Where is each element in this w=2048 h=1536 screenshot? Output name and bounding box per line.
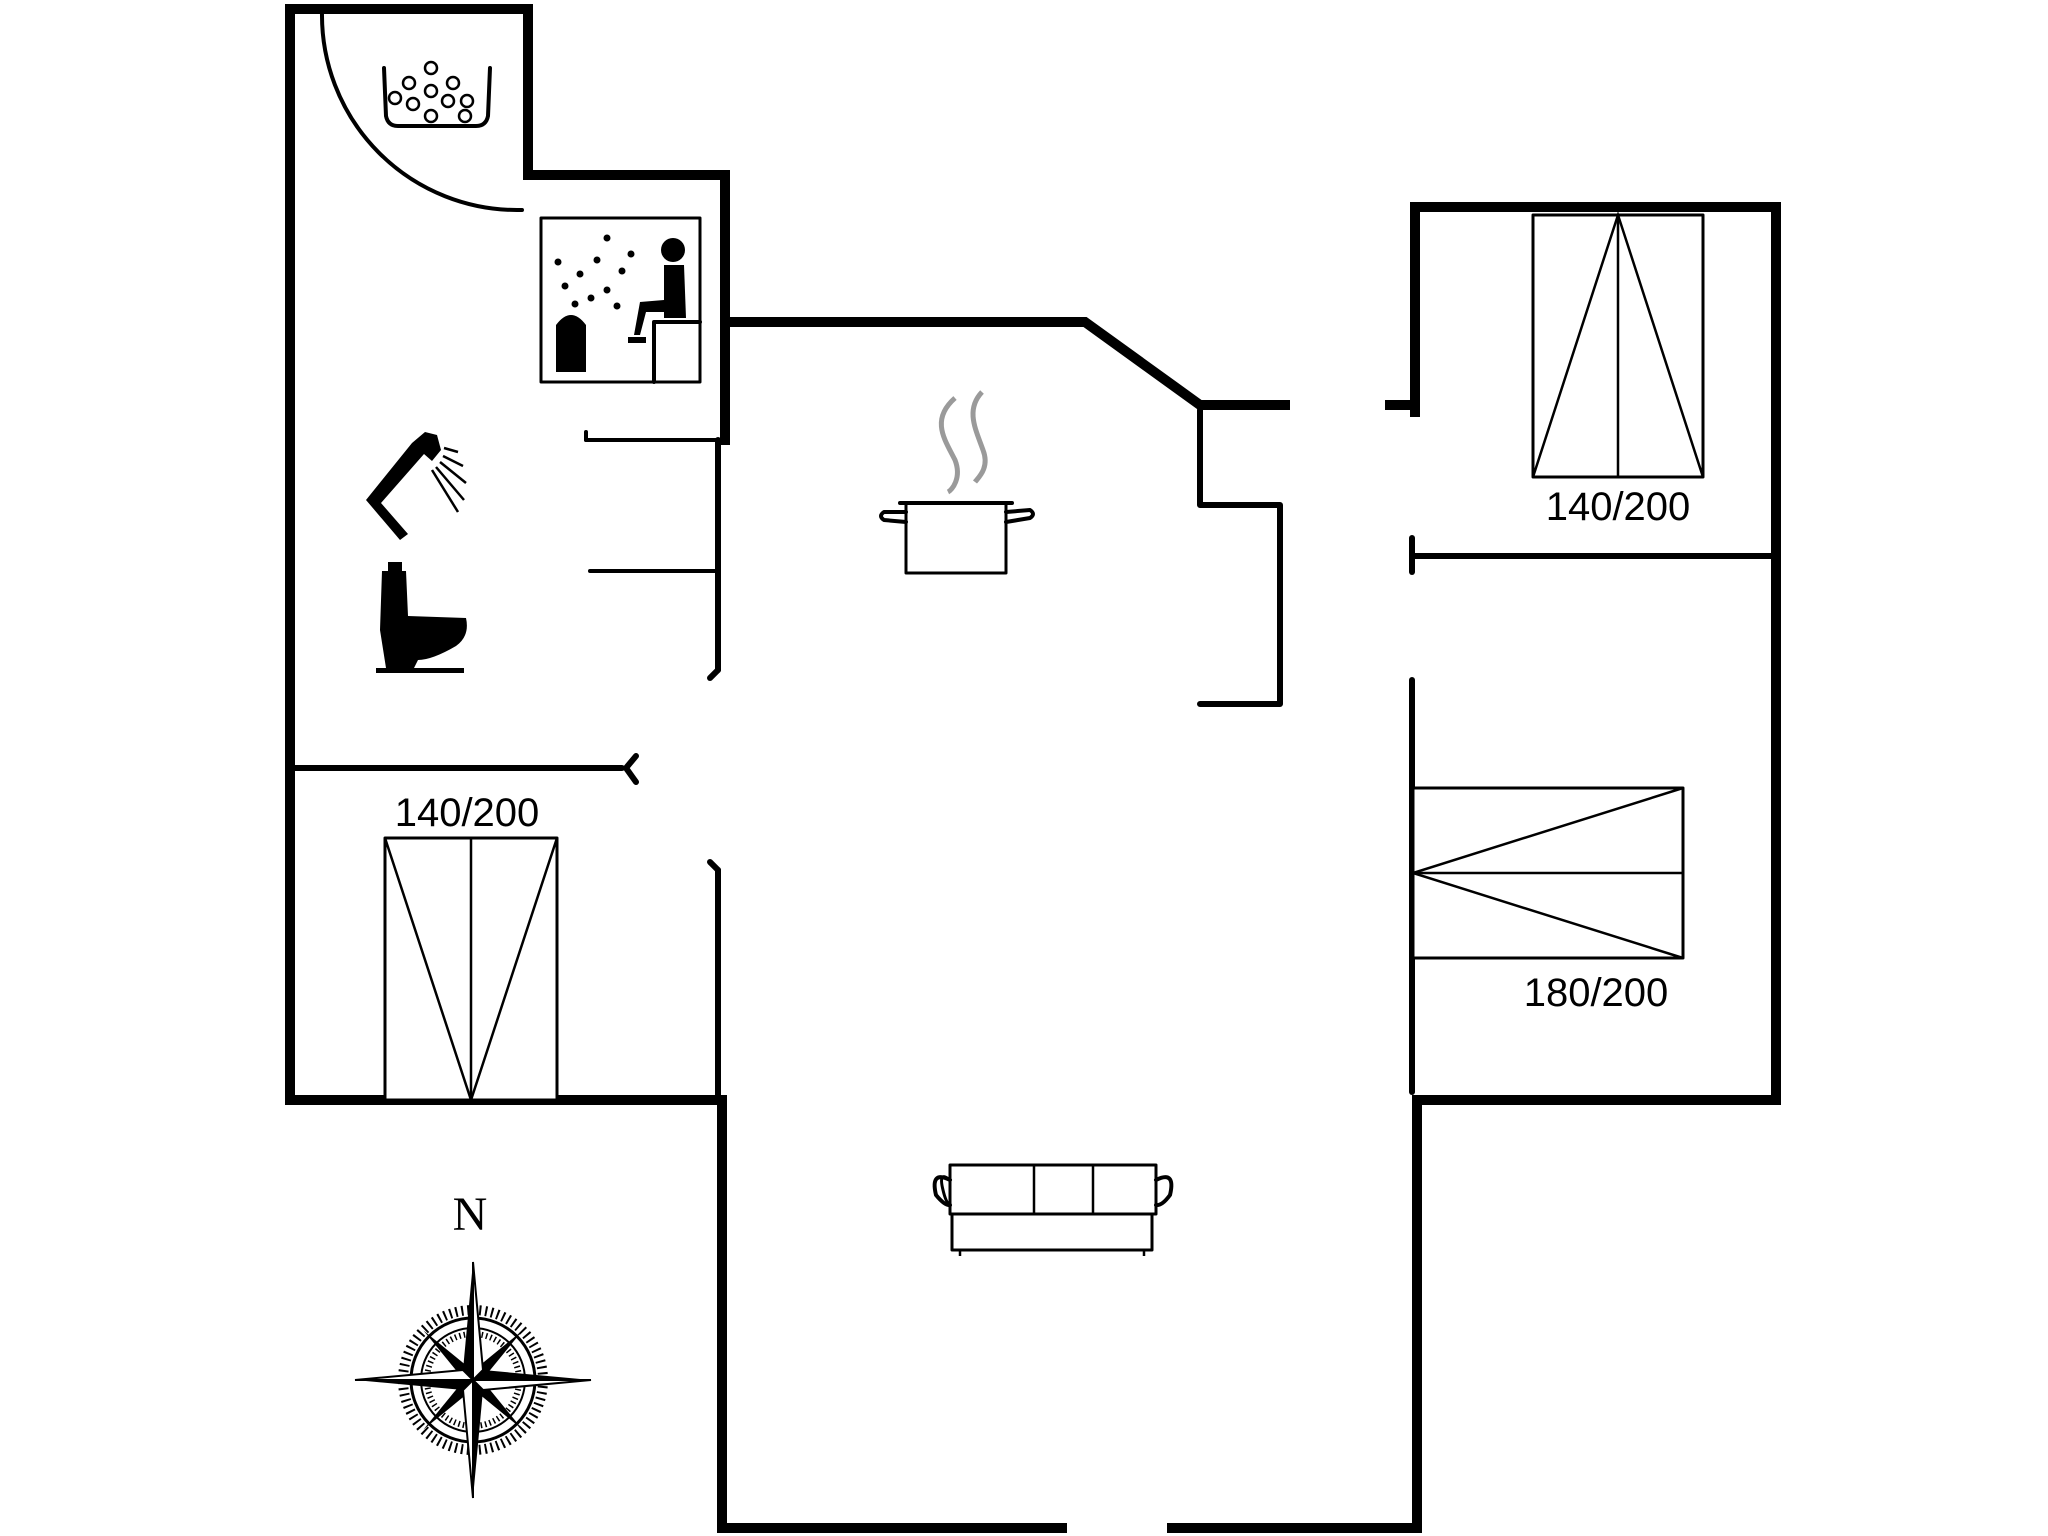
bath-wall: [523, 4, 730, 445]
compass-north-label: N: [453, 1188, 488, 1241]
compass-rose-icon: [354, 1261, 592, 1499]
bed-top-right: [1531, 210, 1705, 479]
whirlpool-room: [319, 10, 524, 213]
whirlpool-icon: [382, 60, 492, 128]
bed-label-left: 140/200: [395, 791, 540, 835]
kitchen-top-wall: [720, 317, 1290, 410]
bed-right: [1408, 786, 1685, 960]
shower-icon: [366, 432, 467, 540]
right-outer-wall: [1167, 202, 1781, 1533]
cooking-pot-icon: [879, 390, 1035, 575]
sofa-icon: [932, 1163, 1174, 1256]
bath-living-wall-tick: [707, 667, 721, 681]
toilet-icon: [376, 562, 467, 673]
left-bedroom-door-tick: [623, 753, 639, 785]
sauna-icon: [539, 216, 702, 384]
bed-label-top-right: 140/200: [1546, 485, 1691, 529]
kitchen-counter-wall: [1197, 407, 1283, 707]
bedroom-living-wall-tick: [707, 859, 721, 873]
door-swing: [319, 10, 524, 213]
bed-label-right: 180/200: [1524, 971, 1669, 1015]
bed-left: [383, 836, 559, 1105]
